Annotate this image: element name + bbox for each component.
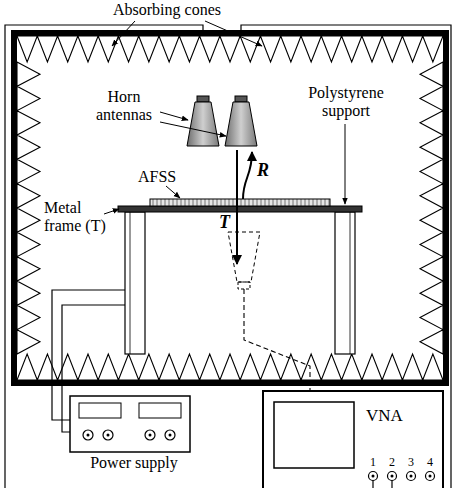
terminal xyxy=(107,434,110,437)
support-edge xyxy=(130,212,131,354)
chamber-wall xyxy=(14,33,446,383)
vna-screen xyxy=(274,402,354,468)
knob xyxy=(165,430,175,440)
port-number: 3 xyxy=(406,456,416,470)
leader-line xyxy=(112,21,135,46)
horn-antenna xyxy=(187,102,219,146)
terminal xyxy=(149,434,152,437)
knob xyxy=(145,430,155,440)
absorbing-cones xyxy=(17,36,443,380)
port-pin xyxy=(372,475,375,478)
part-label: Polystyrene support xyxy=(296,84,396,121)
afss-plate xyxy=(150,199,330,206)
part-label: Metal frame (T) xyxy=(44,199,114,236)
reflection-arrow xyxy=(243,152,252,199)
device-name: VNA xyxy=(366,406,436,426)
receiving-horn-feed xyxy=(238,282,250,289)
leader-line xyxy=(205,21,262,46)
part-label: Absorbing cones xyxy=(92,1,242,19)
signal-label: T xyxy=(219,212,235,233)
receiving-horn xyxy=(228,232,260,282)
terminal xyxy=(169,434,172,437)
display xyxy=(139,403,181,418)
signal-label: R xyxy=(257,160,275,181)
power-supply: Power supply xyxy=(64,392,204,484)
support-leg xyxy=(335,212,355,354)
port-number: 1 xyxy=(368,456,378,470)
part-label: Horn antennas xyxy=(84,88,164,125)
horn-feed xyxy=(197,96,209,102)
port-pin xyxy=(429,475,432,478)
vna-instrument: VNA xyxy=(262,390,444,488)
port xyxy=(426,472,435,481)
horn-antenna xyxy=(225,102,257,146)
leader-line xyxy=(160,112,188,120)
port-pin xyxy=(410,475,413,478)
port-number: 2 xyxy=(387,456,397,470)
leader-line xyxy=(160,122,226,136)
port-pin xyxy=(391,475,394,478)
knob xyxy=(103,430,113,440)
horn-feed xyxy=(235,96,247,102)
port-number: 4 xyxy=(425,456,435,470)
knob xyxy=(83,430,93,440)
support-edge xyxy=(350,212,351,354)
leader-line xyxy=(166,186,180,198)
part-label: AFSS xyxy=(138,168,182,186)
receiving-cable xyxy=(244,289,310,392)
port xyxy=(388,472,397,481)
terminal xyxy=(87,434,90,437)
leader-line xyxy=(345,124,346,204)
transmission-arrow xyxy=(236,150,238,264)
metal-frame xyxy=(118,206,362,212)
device-name: Power supply xyxy=(68,454,200,472)
port xyxy=(407,472,416,481)
display xyxy=(79,403,121,418)
support-leg xyxy=(125,212,145,354)
port xyxy=(369,472,378,481)
power-supply-body xyxy=(70,396,190,452)
leader-line xyxy=(104,209,119,214)
